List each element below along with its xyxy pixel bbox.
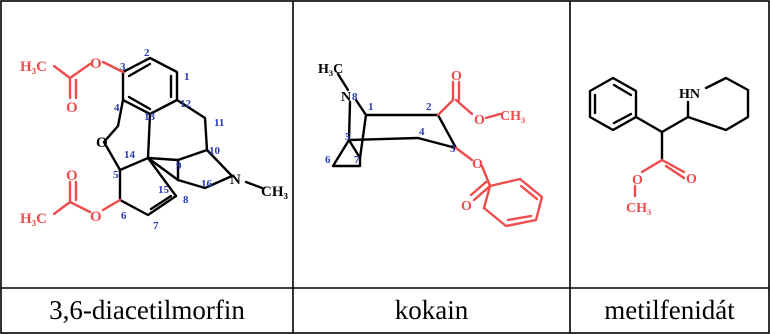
oxygen-label-benzoate: O	[472, 157, 483, 172]
nitrogen-label: N	[341, 90, 351, 105]
atom-number: 13	[144, 111, 156, 123]
oxygen-label-carbonyl: O	[451, 69, 462, 84]
atom-number: 2	[426, 101, 432, 113]
atom-number: 2	[144, 47, 150, 59]
oxygen-label-carbonyl-top: O	[66, 100, 78, 116]
atom-number: 16	[201, 178, 213, 190]
ch3-label: CH₃	[500, 109, 525, 124]
oxygen-label-benzoate-carbonyl: O	[461, 199, 472, 214]
atom-number: 7	[354, 154, 360, 166]
atom-number: 11	[214, 117, 224, 129]
atom-number: 3	[120, 61, 126, 73]
atom-number: 8	[183, 194, 189, 206]
oxygen-label-carbonyl: O	[686, 172, 697, 187]
atom-number: 8	[352, 91, 358, 103]
nitrogen-label: N	[230, 172, 241, 188]
atom-number: 5	[345, 131, 351, 143]
ch3-label: CH₃	[626, 201, 651, 216]
h3c-label-top: H₃C	[20, 59, 47, 75]
caption-methylphenidate: metilfenidát	[604, 294, 735, 325]
atom-number: 15	[158, 184, 170, 196]
atom-number: 4	[114, 102, 120, 114]
atom-number: 7	[153, 220, 159, 232]
atom-number: 5	[113, 169, 119, 181]
atom-number: 1	[368, 101, 374, 113]
atom-number: 12	[180, 98, 192, 110]
oxygen-label-ester: O	[632, 173, 643, 188]
atom-number: 14	[124, 149, 136, 161]
atom-number: 4	[419, 126, 425, 138]
h3c-label-bottom: H₃C	[20, 211, 47, 227]
oxygen-label-ester: O	[474, 113, 485, 128]
nh-label: HN	[679, 87, 700, 102]
caption-cocaine: kokain	[394, 294, 469, 325]
oxygen-label-ester-bottom: O	[90, 209, 102, 225]
atom-number: 6	[121, 210, 127, 222]
atom-number: 6	[325, 154, 331, 166]
atom-number: 1	[184, 71, 190, 83]
atom-number: 3	[450, 143, 456, 155]
atom-number: 10	[209, 145, 221, 157]
caption-diacetylmorphine: 3,6-diacetilmorfin	[49, 294, 245, 325]
oxygen-label-carbonyl-bottom: O	[66, 168, 78, 184]
ch3-label: CH₃	[261, 184, 289, 200]
oxygen-label-ester-top: O	[90, 56, 102, 72]
h3c-label: H₃C	[318, 62, 343, 77]
atom-number: 9	[176, 160, 182, 172]
oxygen-label-bridge: O	[96, 135, 108, 151]
